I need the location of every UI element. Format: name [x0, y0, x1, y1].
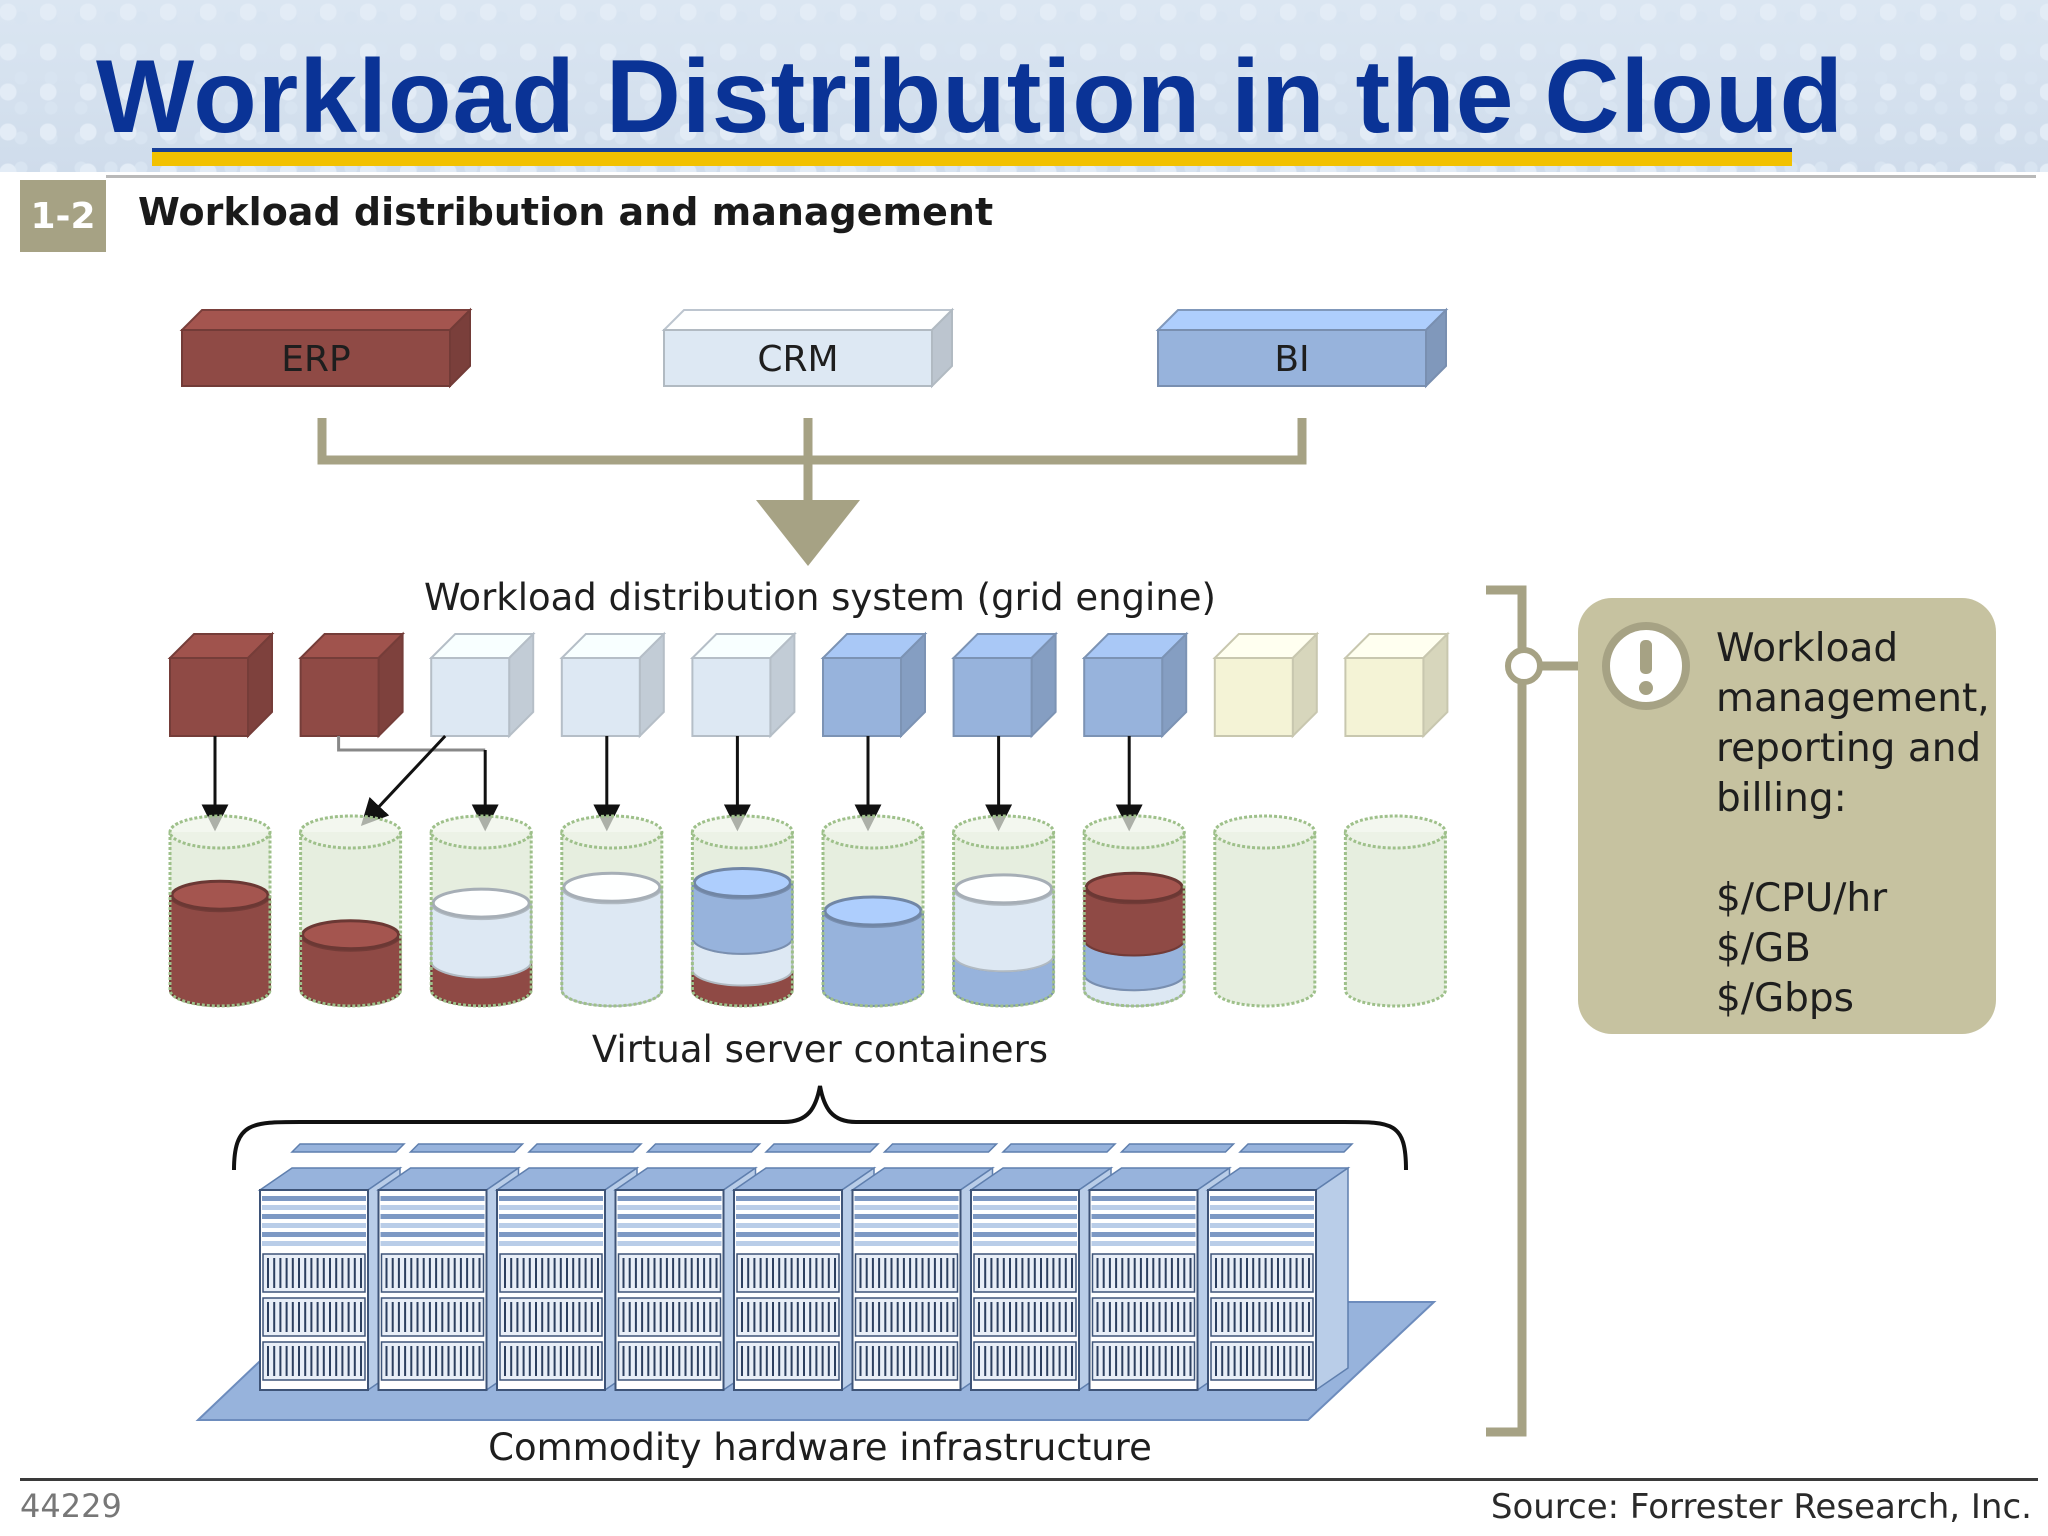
virtual-containers	[168, 814, 1447, 1008]
server-rack	[1205, 1143, 1354, 1392]
assignment-arrows	[201, 734, 1143, 832]
workload-cube-idle	[1212, 631, 1320, 739]
container-fill-erp	[169, 895, 271, 1007]
slide-title: Workload Distribution in the Cloud	[96, 39, 1844, 155]
workload-cube-erp	[167, 631, 275, 739]
title-underline	[152, 148, 1792, 166]
bracket-connector-dot	[1505, 647, 1543, 685]
workload-cube-bi	[1081, 631, 1189, 739]
app-connector	[317, 418, 1307, 512]
workload-cube-bi	[820, 631, 928, 739]
app-label: CRM	[757, 339, 838, 380]
slide-number: 44229	[20, 1487, 122, 1525]
container-2	[299, 814, 403, 1008]
container-3	[429, 814, 533, 1008]
server-rack	[376, 1143, 525, 1392]
exclamation-icon	[1602, 622, 1690, 710]
container-5	[690, 814, 794, 1008]
container-fill-bi	[822, 910, 924, 1007]
workload-cube-erp	[298, 631, 406, 739]
container-7	[952, 814, 1056, 1008]
app-label: ERP	[281, 339, 350, 380]
hardware-label: Commodity hardware infrastructure	[488, 1426, 1152, 1469]
server-rack	[1087, 1143, 1236, 1392]
app-box-bi: BI	[1155, 307, 1449, 389]
caption-divider	[106, 175, 2036, 178]
management-note-text: Workload management, reporting and billi…	[1716, 626, 1990, 1021]
app-box-crm: CRM	[661, 307, 955, 389]
server-racks	[257, 1143, 1354, 1392]
grid-engine-label: Workload distribution system (grid engin…	[424, 576, 1216, 619]
container-4	[560, 814, 664, 1008]
workload-cube-crm	[559, 631, 667, 739]
workload-cube-crm	[428, 631, 536, 739]
container-1	[168, 814, 272, 1008]
container-8	[1082, 814, 1186, 1008]
container-fill-erp	[1083, 887, 1186, 957]
application-boxes: ERP CRM BI	[179, 307, 1449, 389]
distribution-arrow-icon	[756, 500, 860, 566]
footer-divider	[20, 1478, 2038, 1481]
container-fill-crm	[952, 888, 1055, 973]
app-label: BI	[1274, 339, 1309, 380]
slide-header-background	[0, 0, 2048, 172]
figure-caption: Workload distribution and management	[138, 190, 994, 234]
container-10	[1343, 814, 1447, 1008]
split-connector	[337, 736, 486, 752]
container-fill-erp	[299, 934, 402, 1007]
figure-badge: 1-2	[20, 180, 106, 252]
workload-cube-crm	[689, 631, 797, 739]
container-6	[821, 814, 925, 1008]
container-9	[1213, 814, 1317, 1008]
workload-cube-idle	[1342, 631, 1450, 739]
containers-brace	[232, 1085, 1408, 1171]
management-bracket	[1486, 585, 1580, 1437]
source-citation: Source: Forrester Research, Inc.	[1490, 1487, 2032, 1527]
container-fill-crm	[560, 887, 663, 1007]
workload-cubes	[167, 631, 1450, 739]
app-box-erp: ERP	[179, 307, 473, 389]
containers-label: Virtual server containers	[592, 1028, 1048, 1071]
diagonal-arrow-icon	[360, 734, 447, 826]
workload-cube-bi	[951, 631, 1059, 739]
